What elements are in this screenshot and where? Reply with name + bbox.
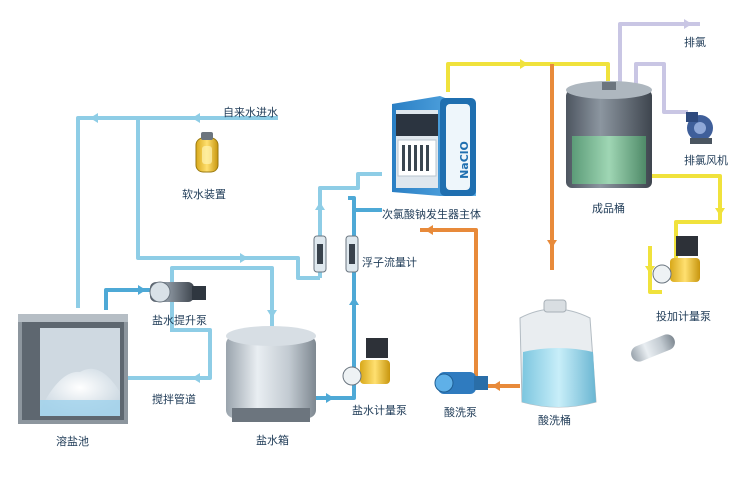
- label-salt-dissolving-pool: 溶盐池: [56, 435, 89, 448]
- chlorine-fan: [686, 112, 713, 144]
- flow-arrows: [90, 19, 725, 403]
- label-float-flowmeter: 浮子流量计: [362, 256, 417, 269]
- label-brine-tank: 盐水箱: [256, 434, 289, 447]
- acid-wash-tank: [519, 299, 597, 408]
- softener-unit: [195, 132, 219, 173]
- label-acid-pump: 酸洗泵: [444, 406, 477, 419]
- dosing-metering-pump: [652, 236, 700, 284]
- acid-pipes: [420, 64, 554, 388]
- brine-metering-pump: [342, 338, 390, 386]
- label-chlorine-fan: 排氯风机: [684, 154, 728, 167]
- naclo-generator: NaClO: [392, 96, 476, 196]
- label-generator-main: 次氯酸钠发生器主体: [382, 208, 481, 221]
- label-acid-tank: 酸洗桶: [538, 414, 571, 427]
- vent-pipes: [618, 22, 700, 114]
- salt-dissolving-pool: [18, 314, 128, 424]
- brine-lift-pump: [149, 281, 206, 303]
- water-pipes: [76, 116, 382, 380]
- label-dosing-metering-pump: 投加计量泵: [656, 310, 711, 323]
- label-brine-lift-pump: 盐水提升泵: [152, 314, 207, 327]
- brine-tank: [226, 326, 316, 422]
- dosing-water-body: [631, 334, 675, 362]
- label-softener: 软水装置: [182, 188, 226, 201]
- label-brine-metering-pump: 盐水计量泵: [352, 404, 407, 417]
- label-tap-water-inlet: 自来水进水: [223, 106, 278, 119]
- label-product-tank: 成品桶: [592, 202, 625, 215]
- generator-badge: NaClO: [458, 141, 471, 179]
- label-chlorine-vent: 排氯: [684, 36, 706, 49]
- product-tank: [566, 81, 652, 188]
- float-flowmeters: [313, 235, 359, 273]
- acid-pump: [434, 372, 488, 394]
- label-stirring-pipe: 搅拌管道: [152, 393, 196, 406]
